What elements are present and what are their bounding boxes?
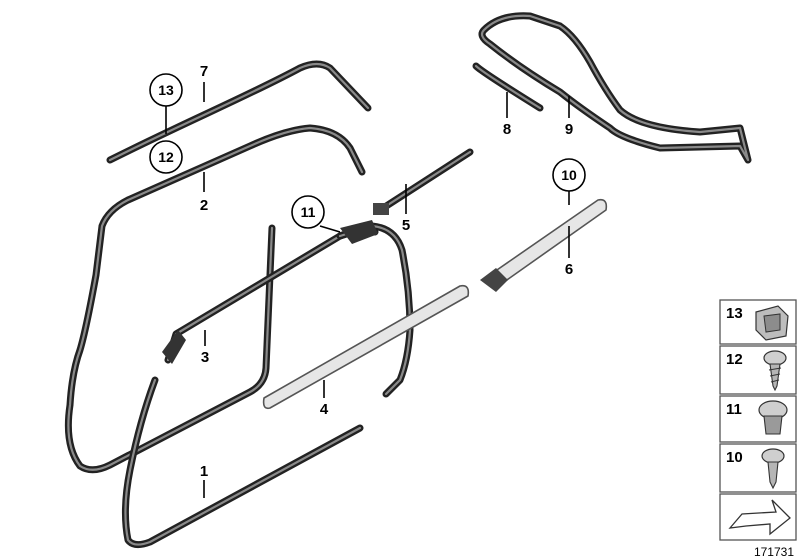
legend-item-11: 11: [726, 401, 742, 418]
part-6-rear-trim: [480, 198, 608, 292]
part-8-small-seal: [472, 62, 544, 112]
callout-10: 10: [552, 158, 586, 192]
label-part-1: 1: [200, 463, 208, 480]
part-11-pillar-seal: [336, 220, 414, 398]
callout-12: 12: [149, 140, 183, 174]
leader-lines: [165, 82, 570, 498]
part-5-short-seal: [373, 148, 474, 215]
clip-icon: [755, 305, 789, 341]
legend-item-10: 10: [726, 449, 743, 466]
label-part-7: 7: [200, 63, 208, 80]
label-part-6: 6: [565, 261, 573, 278]
part-7-upper-seal: [106, 60, 372, 164]
pin-icon: [761, 448, 785, 490]
document-id: 171731: [754, 545, 794, 559]
callout-10-text: 10: [561, 167, 577, 183]
label-part-2: 2: [200, 197, 208, 214]
push-rivet-icon: [758, 400, 788, 435]
callout-11: 11: [291, 195, 325, 229]
label-part-9: 9: [565, 121, 573, 138]
callout-11-text: 11: [301, 204, 316, 220]
part-9-trunk-seal: [478, 12, 752, 164]
screw-icon: [763, 350, 787, 392]
callout-13-text: 13: [158, 82, 174, 98]
legend-item-13: 13: [726, 305, 743, 322]
fastener-legend: 13 12 11 10: [719, 299, 797, 541]
label-part-4: 4: [320, 401, 329, 418]
legend-item-12: 12: [726, 351, 743, 368]
label-part-3: 3: [201, 349, 209, 366]
part-4-sill-trim: [262, 284, 470, 410]
callout-13: 13: [149, 73, 183, 107]
label-part-8: 8: [503, 121, 511, 138]
label-part-5: 5: [402, 217, 410, 234]
direction-arrow-icon: [728, 499, 791, 536]
callout-12-text: 12: [158, 149, 174, 165]
part-2-door-frame-seal: [64, 124, 366, 474]
part-1-lower-seal: [121, 376, 364, 549]
